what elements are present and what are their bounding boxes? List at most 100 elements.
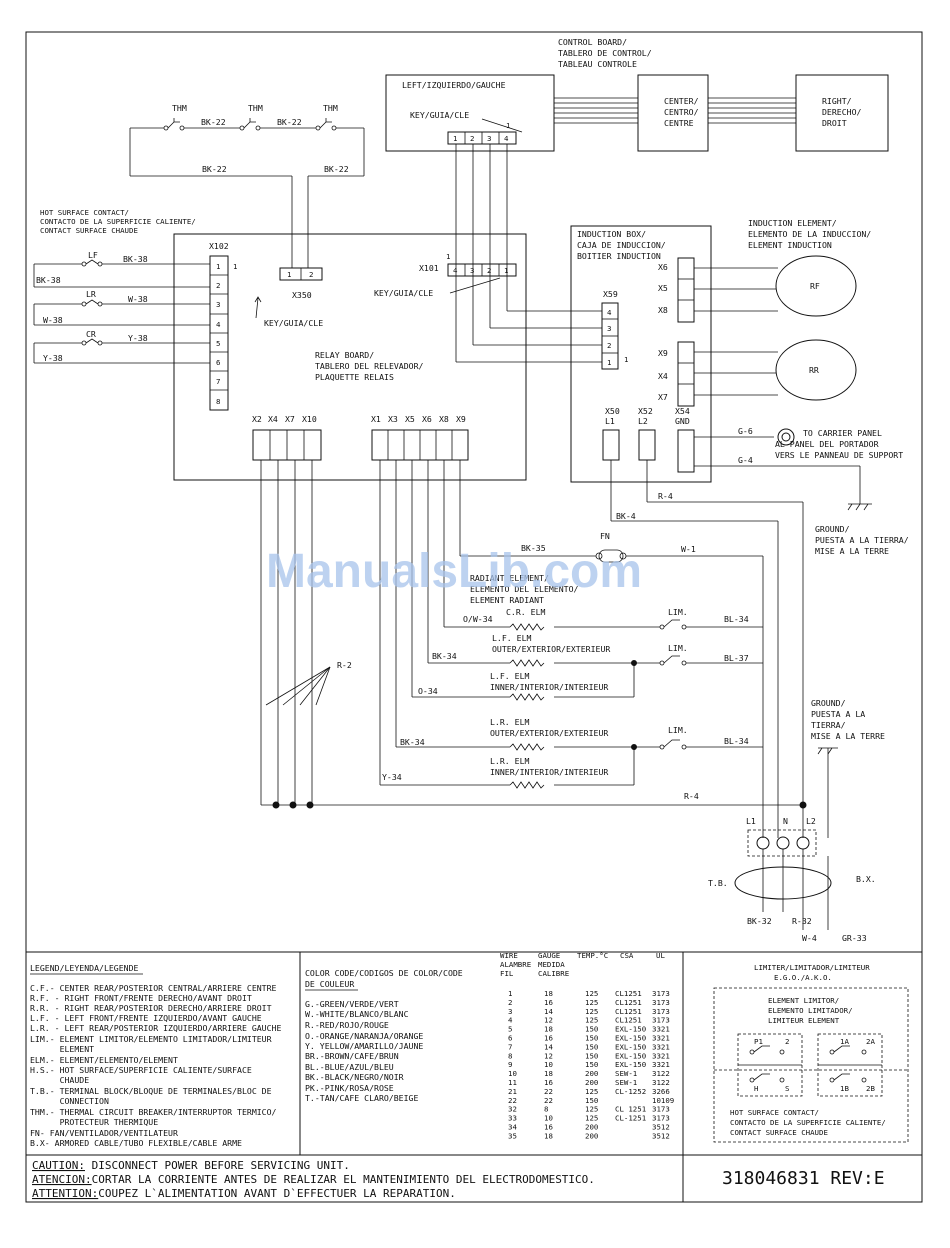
- elm-lr2-1: L.R. ELM: [490, 756, 530, 766]
- caution-es-text: CORTAR LA CORRIENTE ANTES DE REALIZAR EL…: [92, 1173, 595, 1186]
- coil-rr: RR: [809, 365, 819, 375]
- ind-box-1: INDUCTION BOX/: [577, 229, 646, 239]
- wire-w38-top: W-38: [128, 294, 148, 304]
- wire-bl34-a: BL-34: [724, 614, 749, 624]
- control-board-title-1: CONTROL BOARD/: [558, 37, 627, 47]
- lim-2b: 2B: [866, 1084, 875, 1093]
- wire-table-cell: 125: [585, 1087, 598, 1096]
- relay-board-2: TABLERO DEL RELEVADOR/: [315, 361, 424, 371]
- legend-line-3: R.R. - RIGHT REAR/POSTERIOR DERECHO/ARRI…: [30, 1003, 272, 1013]
- pin-x5: X5: [658, 283, 668, 293]
- hot-surface-2: CONTACTO DE LA SUPERFICIE CALIENTE/: [40, 217, 196, 226]
- legend-line-6: LIM.- ELEMENT LIMITOR/ELEMENTO LIMITADOR…: [30, 1034, 272, 1044]
- wire-table-cell: 5: [508, 1025, 512, 1034]
- wire-table-cell: 125: [585, 1105, 598, 1114]
- wire-table-cell: 3122: [652, 1078, 670, 1087]
- relay-board-1: RELAY BOARD/: [315, 350, 374, 360]
- wire-table-cell: CL1251: [615, 1007, 642, 1016]
- wire-bk38-bottom: BK-38: [36, 275, 61, 285]
- wire-table-cell: 35: [508, 1131, 517, 1140]
- wire-r4-b: R-4: [684, 791, 699, 801]
- lim-p1: P1: [754, 1037, 763, 1046]
- wire-y38-bottom: Y-38: [43, 353, 63, 363]
- color-1: G.-GREEN/VERDE/VERT: [305, 999, 399, 1009]
- limiter-hot-1: HOT SURFACE CONTACT/: [730, 1108, 819, 1117]
- wire-table-cell: 10: [544, 1060, 553, 1069]
- legend-line-5: L.R. - LEFT REAR/POSTERIOR IZQUIERDO/ARR…: [30, 1023, 281, 1033]
- wire-table-cell: CL1251: [615, 989, 642, 998]
- wire-table-cell: 200: [585, 1069, 598, 1078]
- ground1-2: PUESTA A LA TIERRA/: [815, 535, 909, 545]
- lim-2a: 2A: [866, 1037, 875, 1046]
- x59-label: X59: [603, 289, 618, 299]
- elm-lf2-1: L.F. ELM: [490, 671, 530, 681]
- ground-carrier: G-6 TO CARRIER PANEL AL PANEL DEL PORTAD…: [694, 426, 909, 556]
- lim-cr: LIM.: [668, 607, 688, 617]
- x59-pin-4: 4: [607, 308, 612, 317]
- wire-table-cell: EXL-150: [615, 1060, 646, 1069]
- wire-table-cell: 150: [585, 1034, 598, 1043]
- wire-table-cell: 3321: [652, 1025, 670, 1034]
- control-board-title-2: TABLERO DE CONTROL/: [558, 48, 652, 58]
- x59-mark: 1: [624, 355, 628, 364]
- limiter-panel: LIMITER/LIMITADOR/LIMITEUR E.G.O./A.K.O.…: [713, 963, 909, 1143]
- x54-label: X54: [675, 406, 690, 416]
- wire-table-cell: 3122: [652, 1069, 670, 1078]
- wire-w4: W-4: [802, 933, 817, 943]
- wire-table-cell: 3173: [652, 1114, 670, 1123]
- wire-y38-top: Y-38: [128, 333, 148, 343]
- center-label-3: CENTRE: [664, 118, 694, 128]
- color-4: O.-ORANGE/NARANJA/ORANGE: [305, 1031, 423, 1041]
- x59-pin-2: 2: [607, 341, 611, 350]
- part-number: 318046831 REV:E: [722, 1168, 885, 1189]
- wire-table-cell: 125: [585, 1007, 598, 1016]
- wt-h-wire-1: WIRE: [500, 951, 518, 960]
- wire-g4: G-4: [738, 455, 753, 465]
- wt-h-csa: CSA: [620, 951, 634, 960]
- legend-line-15: FN- FAN/VENTILADOR/VENTILATEUR: [30, 1128, 178, 1138]
- relay-left-x7: X7: [285, 414, 295, 424]
- color-3: R.-RED/ROJO/ROUGE: [305, 1020, 389, 1030]
- wire-table-cell: 150: [585, 1042, 598, 1051]
- watermark: ManualsLib.com: [266, 545, 642, 598]
- tb-label: T.B.: [708, 878, 728, 888]
- wire-table-cell: 200: [585, 1078, 598, 1087]
- caution-en-key: CAUTION:: [32, 1159, 85, 1172]
- wire-table-cell: 3512: [652, 1123, 670, 1132]
- ground2-3: TIERRA/: [811, 720, 846, 730]
- wire-table-cell: 3173: [652, 998, 670, 1007]
- control-left-label: LEFT/IZQUIERDO/GAUCHE: [402, 80, 506, 90]
- x50-l1: L1: [605, 416, 615, 426]
- legend-line-14: PROTECTEUR THERMIQUE: [30, 1117, 158, 1127]
- wt-h-ul: UL: [656, 951, 665, 960]
- elm-lr1-2: OUTER/EXTERIOR/EXTERIEUR: [490, 728, 608, 738]
- wire-gr33: GR-33: [842, 933, 867, 943]
- limiter-hot-2: CONTACTO DE LA SUPERFICIE CALIENTE/: [730, 1118, 886, 1127]
- x350-label: X350: [292, 290, 312, 300]
- wire-table-cell: 150: [585, 1096, 598, 1105]
- wire-table-cell: 3512: [652, 1131, 670, 1140]
- limiter-elem-1: ELEMENT LIMITOR/: [768, 996, 839, 1005]
- legend-line-9: H.S.- HOT SURFACE/SUPERFICIE CALIENTE/SU…: [30, 1065, 252, 1075]
- wire-g6: G-6: [738, 426, 753, 436]
- color-5: Y. YELLOW/AMARILLO/JAUNE: [305, 1041, 423, 1051]
- wire-table-cell: 3321: [652, 1051, 670, 1060]
- relay-left-x10: X10: [302, 414, 317, 424]
- caution-fr-text: COUPEZ L`ALIMENTATION AVANT D`EFFECTUER …: [98, 1187, 456, 1200]
- wire-table-cell: SEW-1: [615, 1078, 637, 1087]
- wire-bk35: BK-35: [521, 543, 546, 553]
- wire-bk34-a: BK-34: [432, 651, 457, 661]
- wire-bk22-c: BK-22: [202, 164, 227, 174]
- wire-table-cell: 150: [585, 1051, 598, 1060]
- wire-table-cell: 125: [585, 1016, 598, 1025]
- contact-lr-label: LR: [86, 289, 96, 299]
- relay-right-x1: X1: [371, 414, 381, 424]
- x102-pin-3: 3: [216, 300, 220, 309]
- ground2-1: GROUND/: [811, 698, 846, 708]
- wire-table-cell: 3321: [652, 1034, 670, 1043]
- x350-pin-1: 1: [287, 270, 291, 279]
- wire-table-cell: EXL-150: [615, 1025, 646, 1034]
- elm-lf1-2: OUTER/EXTERIOR/EXTERIEUR: [492, 644, 610, 654]
- caution-block: CAUTION: DISCONNECT POWER BEFORE SERVICI…: [32, 1159, 885, 1200]
- wire-table-cell: 8: [508, 1051, 512, 1060]
